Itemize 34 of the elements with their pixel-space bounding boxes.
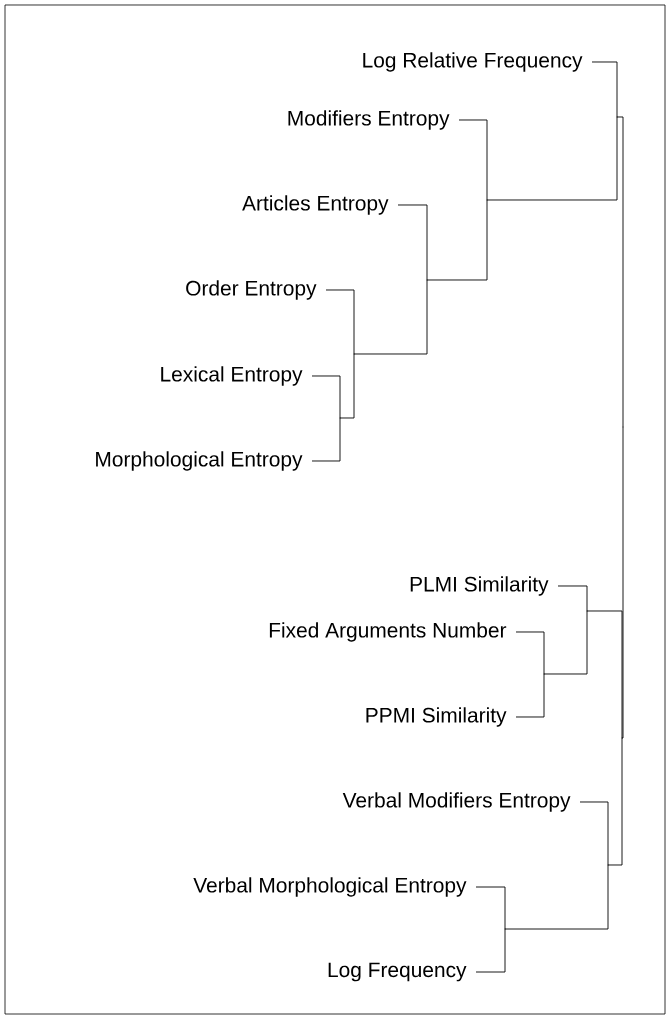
leaf-label: Log Relative Frequency <box>363 52 583 72</box>
leaf-label: PPMI Similarity <box>366 707 507 727</box>
leaf-label: Log Frequency <box>328 962 467 982</box>
leaf-label: Modifiers Entropy <box>288 110 450 130</box>
dendrogram-branch <box>621 426 624 739</box>
dendrogram-branch <box>543 610 588 675</box>
dendrogram-branch <box>616 116 624 428</box>
leaf-label: Order Entropy <box>186 280 317 300</box>
leaf-label: Verbal Modifiers Entropy <box>342 792 571 812</box>
dendrogram-branch <box>586 610 623 739</box>
dendrogram-branch <box>475 886 506 930</box>
dendrogram-branch <box>557 585 588 612</box>
dendrogram-branch <box>591 61 618 118</box>
dendrogram-branch <box>515 673 545 718</box>
leaf-label: Lexical Entropy <box>161 366 303 386</box>
dendrogram-branch <box>458 119 488 201</box>
dendrogram-branch <box>353 279 428 355</box>
dendrogram-branch <box>339 353 355 419</box>
dendrogram-branch <box>579 801 609 866</box>
leaf-label: PLMI Similarity <box>410 576 549 596</box>
dendrogram-branch <box>426 199 488 281</box>
dendrogram-branch <box>397 204 428 281</box>
dendrogram-branch <box>486 116 618 201</box>
leaf-label: Fixed Arguments Number <box>269 622 507 642</box>
leaf-label: Morphological Entropy <box>96 451 303 471</box>
dendrogram-branch <box>504 864 609 930</box>
dendrogram-branch <box>475 928 506 973</box>
leaf-label: Articles Entropy <box>242 195 389 215</box>
dendrogram-branch <box>325 289 355 355</box>
dendrogram-branch <box>515 631 545 675</box>
dendrogram-branch <box>607 737 623 866</box>
dendrogram-branch <box>311 417 341 462</box>
dendrogram-branch <box>311 375 341 419</box>
leaf-label: Verbal Morphological Entropy <box>193 877 467 897</box>
